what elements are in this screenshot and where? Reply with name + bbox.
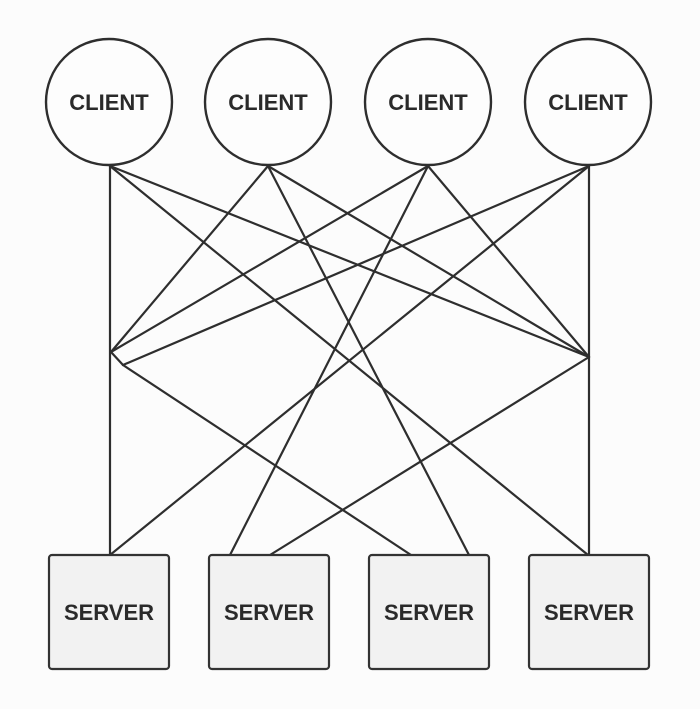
client-node: CLIENT	[523, 37, 653, 167]
edge	[266, 164, 591, 359]
server-node: SERVER	[47, 553, 171, 671]
edge	[109, 350, 125, 367]
server-nodes: SERVER SERVER SERVER SERVER	[47, 553, 651, 671]
client-node: CLIENT	[44, 37, 174, 167]
client-label: CLIENT	[228, 90, 308, 115]
server-label: SERVER	[384, 600, 474, 625]
server-node: SERVER	[367, 553, 491, 671]
edge	[108, 164, 591, 359]
client-node: CLIENT	[203, 37, 333, 167]
edge	[121, 363, 413, 557]
edge	[109, 164, 430, 354]
edge	[266, 164, 471, 557]
server-label: SERVER	[544, 600, 634, 625]
edge	[109, 164, 270, 354]
edge	[268, 355, 591, 557]
server-node: SERVER	[527, 553, 651, 671]
client-nodes: CLIENT CLIENT CLIENT CLIENT	[44, 37, 653, 167]
client-label: CLIENT	[388, 90, 468, 115]
edge	[426, 164, 591, 359]
client-label: CLIENT	[69, 90, 149, 115]
connections	[108, 164, 591, 557]
server-label: SERVER	[224, 600, 314, 625]
client-label: CLIENT	[548, 90, 628, 115]
edge	[121, 164, 591, 367]
server-label: SERVER	[64, 600, 154, 625]
client-node: CLIENT	[363, 37, 493, 167]
edge	[228, 164, 430, 557]
server-node: SERVER	[207, 553, 331, 671]
edge	[108, 164, 591, 557]
